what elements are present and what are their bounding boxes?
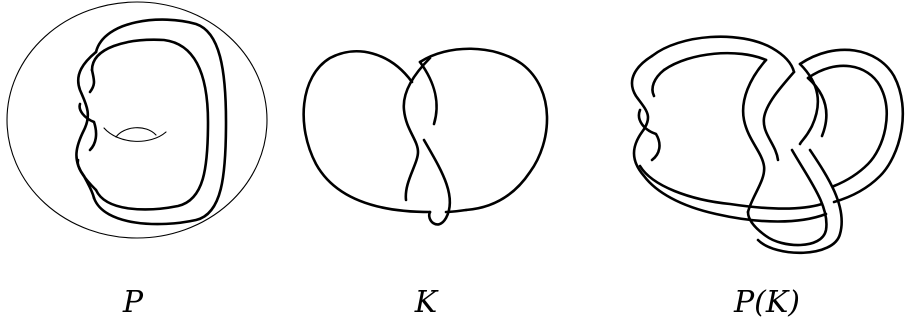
companion-label: K — [414, 285, 438, 320]
torus-hole-smile — [103, 127, 167, 142]
pattern-inner-strand — [90, 38, 210, 211]
knot-k-inner-strand-3 — [422, 138, 452, 226]
satellite-knot-panel — [630, 35, 905, 255]
satellite-center-loop-outer — [741, 58, 768, 214]
knot-k-right-lobe — [418, 47, 549, 212]
satellite-center-right-1 — [798, 62, 820, 146]
satellite-twist-d — [638, 164, 824, 210]
satellite-twist-a — [630, 54, 828, 223]
knot-k-left-lobe — [302, 50, 432, 214]
knot-k-bottom-arc — [444, 208, 468, 214]
pattern-twist-strand-d — [76, 158, 98, 192]
knot-k-inner-strand-1 — [402, 56, 432, 202]
pattern-label: P — [122, 285, 144, 320]
satellite-bottom-loop-outer — [746, 148, 828, 247]
companion-knot-panel — [302, 47, 549, 226]
satellite-bottom-loop-inner — [756, 148, 843, 255]
pattern-twist-strand-b — [88, 68, 96, 94]
knot-k-inner-strand-2 — [418, 60, 438, 126]
satellite-right-outer — [798, 48, 905, 204]
torus-hole-cap — [115, 127, 157, 138]
satellite-left-outer — [650, 35, 796, 74]
pattern-twist-strand-c — [78, 102, 98, 152]
satellite-center-right-2 — [806, 76, 828, 138]
solid-torus-boundary-circle — [6, 1, 268, 239]
pattern-outer-strand — [92, 18, 228, 226]
satellite-label: P(K) — [733, 285, 800, 320]
satellite-twist-b — [651, 68, 666, 98]
satellite-right-inner — [806, 64, 888, 188]
satellite-left-inner — [662, 51, 768, 72]
pattern-panel — [6, 1, 268, 239]
satellite-center-loop-inner — [762, 70, 796, 162]
satellite-twist-c — [637, 108, 661, 162]
